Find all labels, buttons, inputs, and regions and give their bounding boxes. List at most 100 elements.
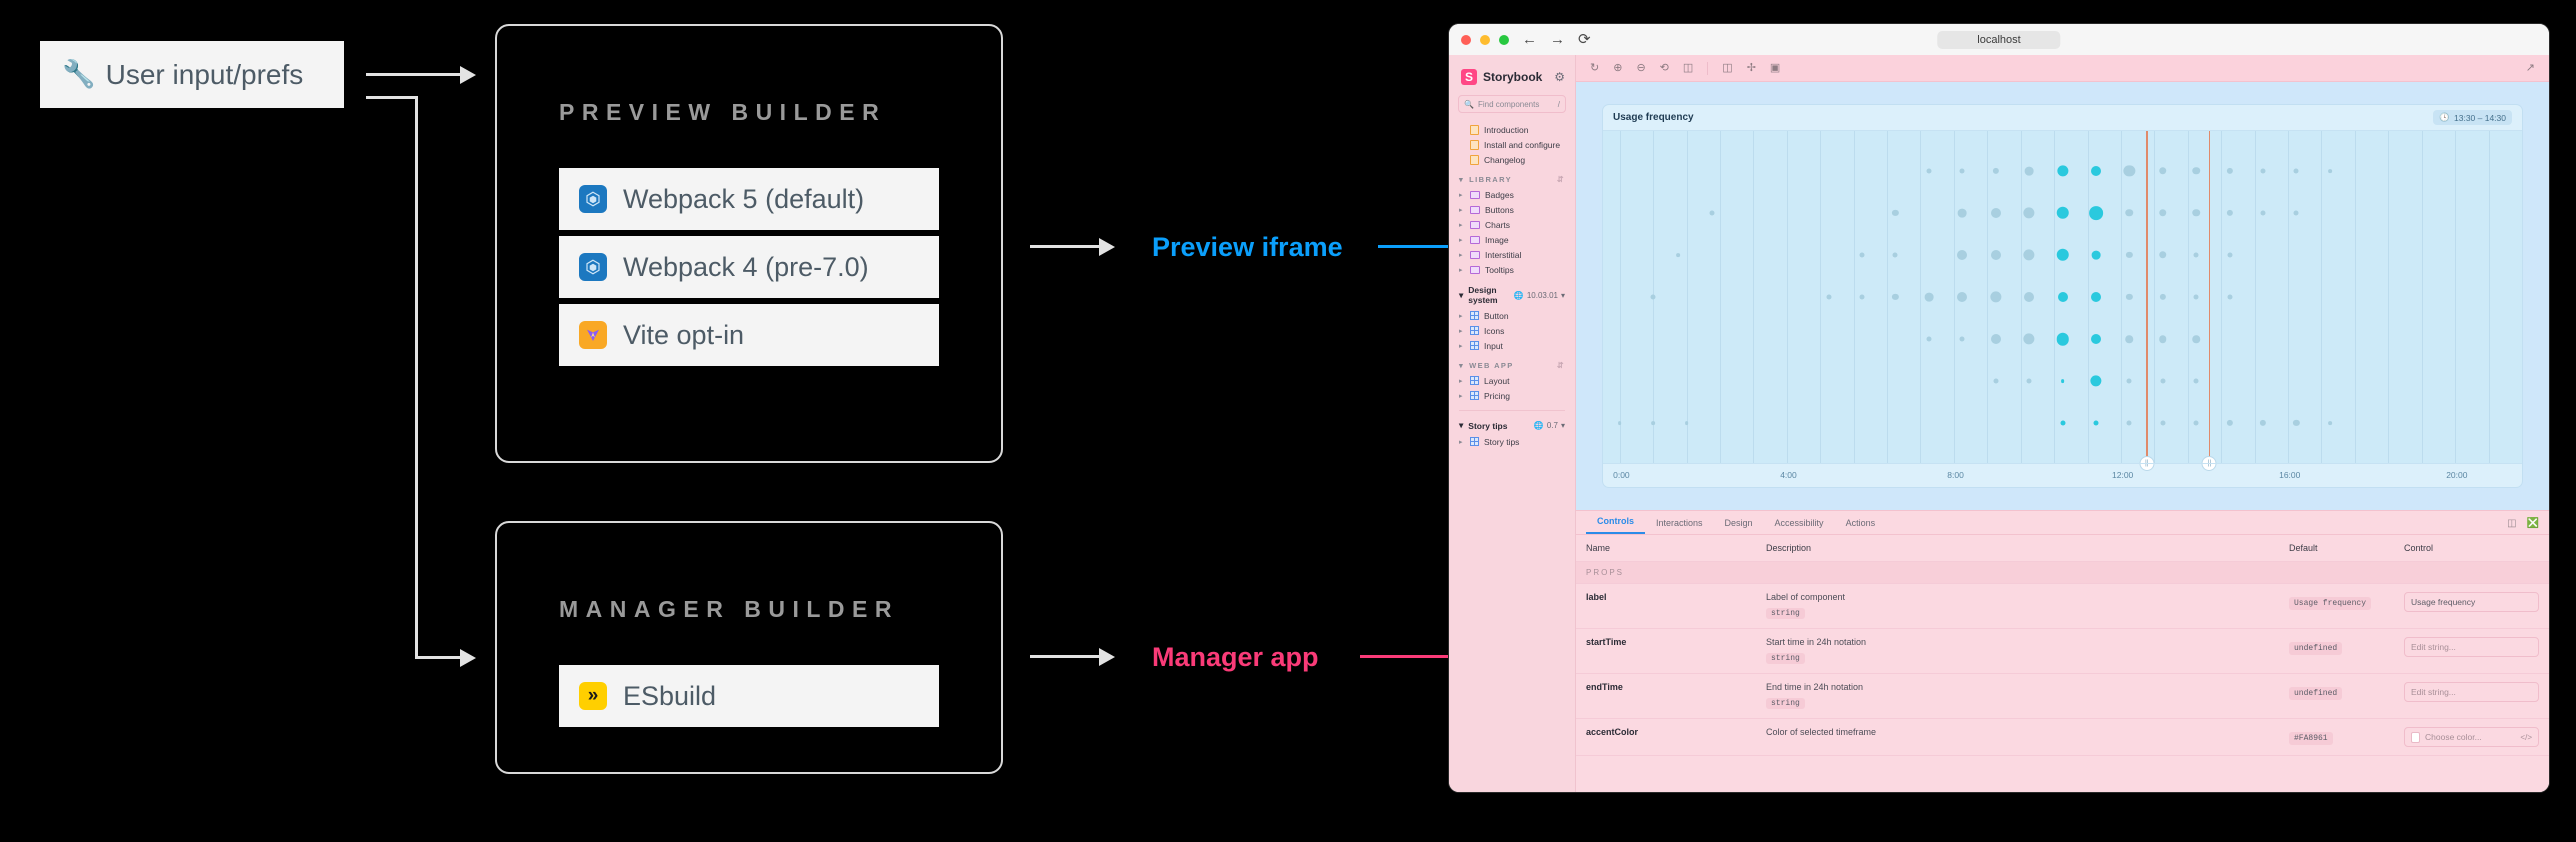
version-badge[interactable]: 🌐 10.03.01 ▾ [1514, 291, 1565, 300]
zoom-in-icon[interactable]: ⊕ [1613, 61, 1623, 74]
outline-icon[interactable]: ▣ [1769, 61, 1781, 74]
remount-icon[interactable]: ↻ [1590, 61, 1600, 74]
manager-option-esbuild[interactable]: » ESbuild [559, 665, 939, 727]
chart-data-point [1990, 207, 2001, 218]
close-traffic-light[interactable] [1461, 34, 1471, 45]
tab-accessibility[interactable]: Accessibility [1774, 518, 1824, 528]
version-badge[interactable]: 🌐 0.7 ▾ [1534, 421, 1565, 430]
address-bar[interactable]: localhost [1937, 30, 2061, 49]
sidebar-item-label: Story tips [1484, 436, 1520, 447]
zoom-reset-icon[interactable]: ⟲ [1659, 61, 1669, 74]
chart-gridline [2321, 131, 2323, 463]
sort-icon[interactable]: ⇵ [1556, 175, 1565, 184]
color-swatch[interactable] [2411, 731, 2420, 743]
sidebar-item-changelog[interactable]: Changelog [1449, 152, 1575, 167]
sidebar-item-install-and-configure[interactable]: Install and configure [1449, 137, 1575, 152]
sidebar-group-story-tips[interactable]: ▾ Story tips 🌐 0.7 ▾ [1449, 418, 1575, 434]
preview-builder-box: PREVIEW BUILDER Webpack 5 (default) Webp… [495, 24, 1003, 463]
folder-icon [1470, 190, 1480, 199]
chart-gridline [1753, 131, 1755, 463]
chart-data-point [2327, 421, 2332, 426]
sidebar-item-input[interactable]: ▸ Input [1449, 338, 1575, 353]
tab-actions[interactable]: Actions [1845, 518, 1876, 528]
control-color-input[interactable]: Choose color... </> [2404, 727, 2539, 747]
chevron-down-icon: ▾ [1459, 420, 1464, 430]
timeframe-label: 13:30 – 14:30 [2454, 112, 2506, 123]
preview-option-webpack4[interactable]: Webpack 4 (pre-7.0) [559, 236, 939, 298]
chart-gridline [1920, 131, 1922, 463]
gear-icon[interactable]: ⚙ [1554, 70, 1565, 84]
chart-data-point [1617, 421, 1622, 426]
chart-data-point [1650, 294, 1656, 300]
sidebar-item-pricing[interactable]: ▸ Pricing [1449, 388, 1575, 403]
control-text-input[interactable]: Edit string... [2404, 682, 2539, 702]
close-circle-icon[interactable]: ❎ [2526, 518, 2539, 529]
sidebar-item-layout[interactable]: ▸ Layout [1449, 373, 1575, 388]
sort-icon[interactable]: ⇵ [1556, 361, 1565, 370]
controls-table-header: Name Description Default Control [1576, 535, 2549, 562]
sidebar-item-icons[interactable]: ▸ Icons [1449, 323, 1575, 338]
external-link-icon[interactable]: ↗ [2525, 61, 2535, 74]
sidebar-group-library[interactable]: ▾ LIBRARY ⇵ [1449, 167, 1575, 187]
sidebar-group-web-app[interactable]: ▾ WEB APP ⇵ [1449, 353, 1575, 373]
maximize-traffic-light[interactable] [1499, 34, 1509, 45]
preview-option-vite[interactable]: Vite opt-in [559, 304, 939, 366]
tab-interactions[interactable]: Interactions [1656, 518, 1703, 528]
zoom-out-icon[interactable]: ⊖ [1636, 61, 1646, 74]
sidebar-item-charts[interactable]: ▸ Charts [1449, 217, 1575, 232]
sidebar-item-label: Layout [1484, 375, 1510, 386]
sidebar-item-tooltips[interactable]: ▸ Tooltips [1449, 262, 1575, 277]
sidebar-item-button[interactable]: ▸ Button [1449, 308, 1575, 323]
preview-arrow-head [1099, 238, 1115, 256]
doc-icon [1470, 154, 1479, 165]
background-icon[interactable]: ◫ [1682, 61, 1694, 74]
arrow-line-branch-v [415, 96, 418, 659]
chart-title: Usage frequency [1613, 112, 1694, 123]
sidebar-group-items-library: ▸ Badges ▸ Buttons ▸ Charts ▸ Im [1449, 187, 1575, 277]
sidebar-item-introduction[interactable]: Introduction [1449, 122, 1575, 137]
back-icon[interactable]: ← [1522, 31, 1537, 48]
chart-header: Usage frequency 🕓 13:30 – 14:30 [1603, 105, 2522, 131]
sidebar-item-badges[interactable]: ▸ Badges [1449, 187, 1575, 202]
chart-data-point [2159, 209, 2167, 217]
selection-start-marker[interactable]: || [2139, 131, 2155, 471]
selection-end-marker[interactable]: || [2201, 131, 2217, 471]
tab-controls[interactable]: Controls [1586, 516, 1645, 534]
chart-data-point [1859, 252, 1865, 258]
sidebar-item-interstitial[interactable]: ▸ Interstitial [1449, 247, 1575, 262]
sidebar-group-design-system[interactable]: ▾ Design system 🌐 10.03.01 ▾ [1449, 277, 1575, 308]
grid-icon[interactable]: ✢ [1746, 61, 1756, 74]
chart-data-point [2024, 292, 2035, 302]
globe-icon: 🌐 [1513, 290, 1524, 300]
code-icon[interactable]: </> [2520, 732, 2532, 742]
preview-option-webpack5[interactable]: Webpack 5 (default) [559, 168, 939, 230]
sidebar-item-buttons[interactable]: ▸ Buttons [1449, 202, 1575, 217]
split-panel-icon[interactable]: ◫ [2507, 518, 2517, 529]
component-icon [1470, 311, 1479, 320]
chart-data-point [1926, 336, 1932, 342]
sidebar-group-label: Design system [1468, 285, 1498, 305]
storybook-sidebar: S Storybook ⚙ 🔍 Find components / Introd… [1449, 55, 1576, 792]
sidebar-item-label: Badges [1485, 189, 1514, 200]
chart-data-point [2056, 332, 2069, 346]
manager-app-label: Manager app [1152, 642, 1319, 672]
prop-name: endTime [1586, 682, 1623, 692]
measure-icon[interactable]: ◫ [1722, 61, 1733, 74]
control-text-input[interactable]: Usage frequency [2404, 592, 2539, 612]
forward-icon[interactable]: → [1550, 31, 1565, 48]
storybook-brand-name: Storybook [1483, 70, 1543, 84]
tab-design[interactable]: Design [1724, 518, 1753, 528]
minimize-traffic-light[interactable] [1480, 34, 1490, 45]
search-input[interactable]: 🔍 Find components / [1458, 95, 1566, 113]
chart-data-point [1990, 249, 2001, 260]
sidebar-item-story-tips[interactable]: ▸ Story tips [1449, 434, 1575, 449]
sidebar-item-image[interactable]: ▸ Image [1449, 232, 1575, 247]
reload-icon[interactable]: ⟳ [1578, 31, 1591, 48]
manager-builder-title: MANAGER BUILDER [559, 596, 899, 622]
chart-data-point [1892, 293, 1899, 301]
chart-plot-area[interactable]: |||| [1603, 131, 2522, 471]
addon-tabs: Controls Interactions Design Accessibili… [1576, 511, 2549, 535]
control-text-input[interactable]: Edit string... [2404, 637, 2539, 657]
axis-tick-label: 4:00 [1780, 470, 1797, 480]
prop-name: startTime [1586, 637, 1627, 647]
